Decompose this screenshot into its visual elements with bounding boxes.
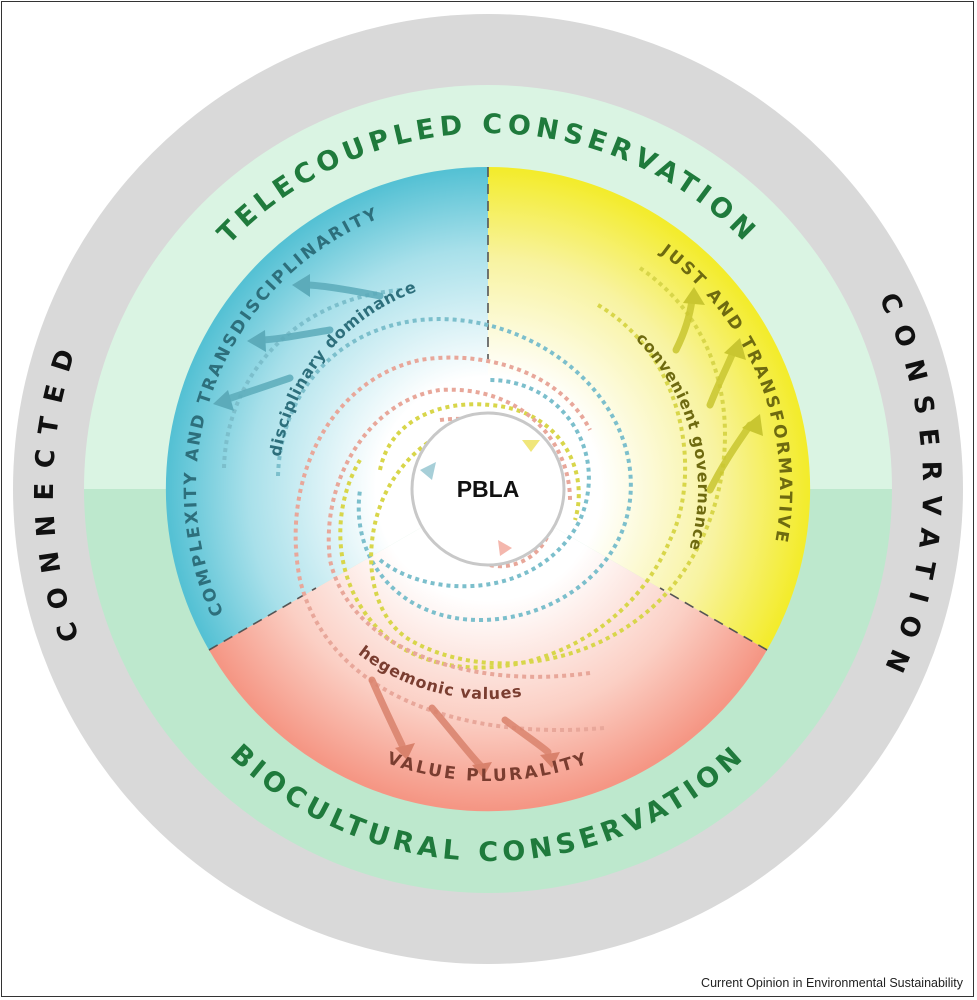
center-label: PBLA: [457, 476, 520, 502]
red-arrowheads-icon: [395, 743, 560, 778]
sector-red: [209, 489, 767, 812]
inner-arrow-red-icon: [498, 540, 512, 556]
spiral-blue: [222, 288, 633, 623]
red-outflow-arrows: [368, 676, 552, 769]
sector-blue: [165, 166, 488, 651]
yellow-arrowheads-icon: [683, 287, 763, 436]
center-circle: [410, 411, 566, 567]
sector-yellow: [488, 166, 811, 650]
blue-arrowheads-icon: [213, 274, 310, 411]
inner-arrow-blue-icon: [420, 462, 436, 480]
inner-arrow-yellow-icon: [522, 440, 540, 452]
credit-line: Current Opinion in Environmental Sustain…: [701, 976, 963, 990]
sector-dividers: [208, 167, 768, 651]
spiral-yellow: [338, 266, 727, 670]
